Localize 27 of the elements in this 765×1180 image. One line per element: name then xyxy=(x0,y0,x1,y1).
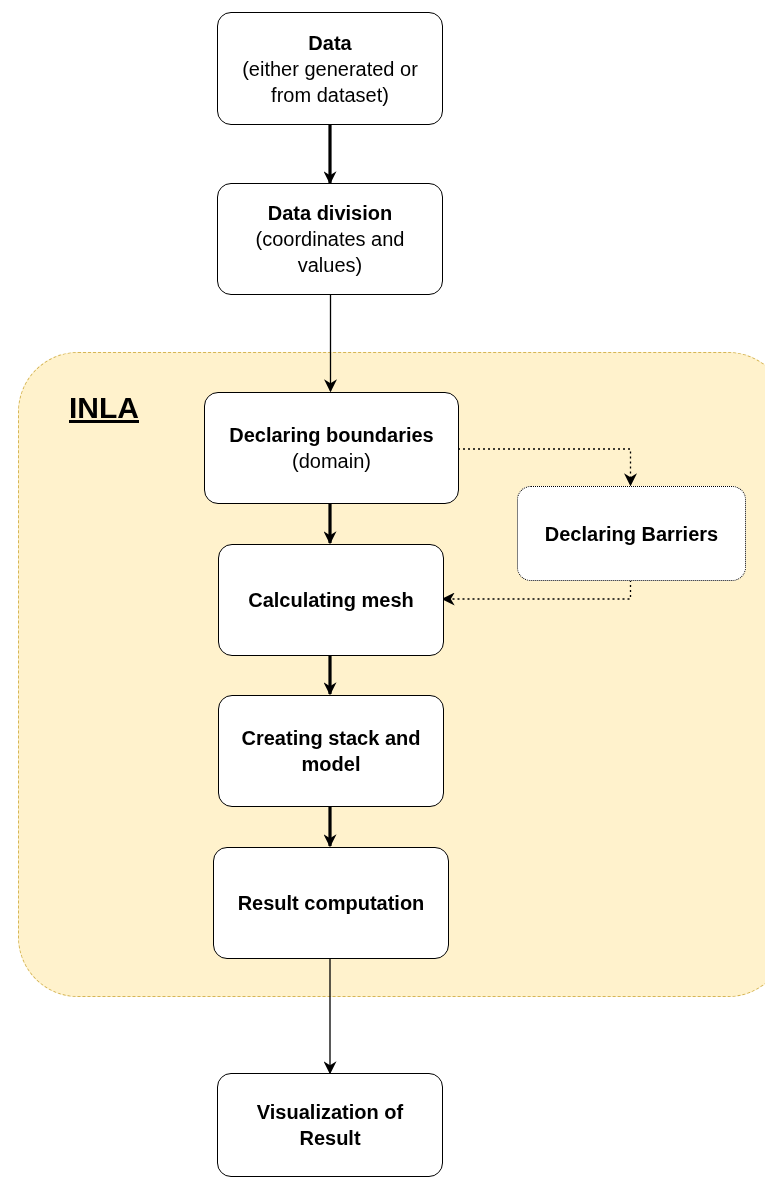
box-heading: Result computation xyxy=(237,891,425,916)
process-box xyxy=(218,544,444,656)
group-region xyxy=(18,352,765,997)
arrow xyxy=(323,957,337,1075)
process-box xyxy=(204,392,459,504)
box-heading: Declaring Barriers xyxy=(544,521,719,547)
box-heading: Data division xyxy=(267,201,393,226)
box-heading: Data xyxy=(308,30,352,56)
group-title: INLA xyxy=(69,391,139,425)
arrow xyxy=(323,125,337,185)
process-box xyxy=(213,847,449,959)
arrow xyxy=(323,806,337,848)
arrow xyxy=(323,655,337,696)
box-heading: Calculating mesh xyxy=(248,588,414,613)
box-subtext: (coordinates and values) xyxy=(254,227,406,278)
box-heading: Creating stack and model xyxy=(240,726,422,777)
process-box xyxy=(517,486,746,581)
process-box xyxy=(218,695,444,807)
process-box xyxy=(217,1073,443,1177)
arrow xyxy=(324,294,337,393)
box-subtext: (either generated or from dataset) xyxy=(241,56,419,108)
arrow xyxy=(323,503,337,545)
process-box xyxy=(217,12,443,125)
box-subtext: (domain) xyxy=(292,449,371,474)
box-heading: Declaring boundaries xyxy=(229,423,434,448)
box-heading: Visualization of Result xyxy=(255,1100,405,1151)
process-box xyxy=(217,183,443,295)
